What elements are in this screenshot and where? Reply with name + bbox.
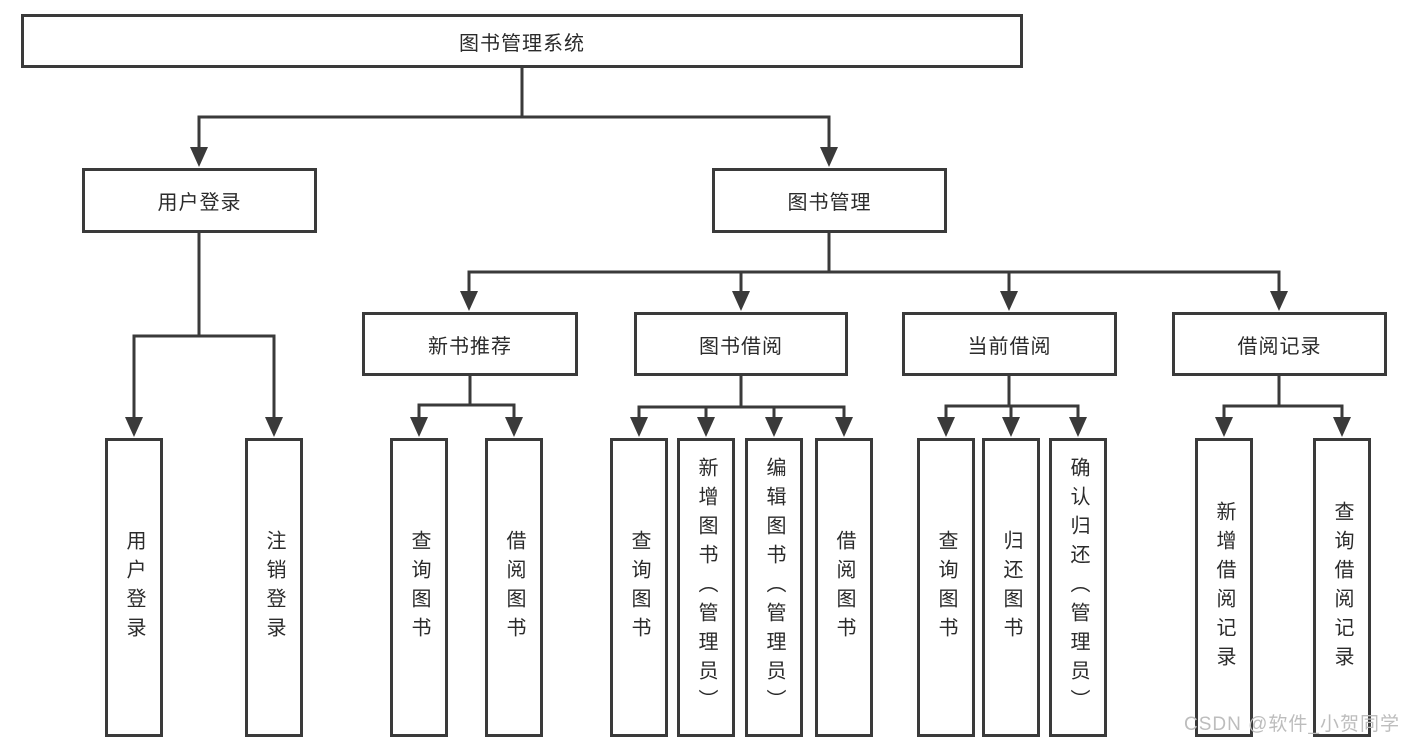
leaf-query-books: 查询图书	[917, 438, 975, 737]
leaf-logout: 注销登录	[245, 438, 303, 737]
leaf-borrow-books: 借阅图书	[815, 438, 873, 737]
watermark: CSDN @软件_小贺同学	[1184, 714, 1400, 735]
leaf-user-login: 用户登录	[105, 438, 163, 737]
node-library-management-system: 图书管理系统	[21, 14, 1023, 68]
node-book-management: 图书管理	[712, 168, 947, 233]
leaf-add-borrow-record: 新增借阅记录	[1195, 438, 1253, 737]
node-borrowing-records: 借阅记录	[1172, 312, 1387, 376]
leaf-return-books: 归还图书	[982, 438, 1040, 737]
node-user-login: 用户登录	[82, 168, 317, 233]
leaf-query-books: 查询图书	[610, 438, 668, 737]
leaf-query-books: 查询图书	[390, 438, 448, 737]
node-book-borrowing: 图书借阅	[634, 312, 848, 376]
leaf-borrow-books: 借阅图书	[485, 438, 543, 737]
leaf-confirm-return-admin: 确认归还（管理员）	[1049, 438, 1107, 737]
node-current-borrowing: 当前借阅	[902, 312, 1117, 376]
node-new-book-recommendation: 新书推荐	[362, 312, 578, 376]
leaf-query-borrow-record: 查询借阅记录	[1313, 438, 1371, 737]
leaf-edit-books-admin: 编辑图书（管理员）	[745, 438, 803, 737]
leaf-add-books-admin: 新增图书（管理员）	[677, 438, 735, 737]
